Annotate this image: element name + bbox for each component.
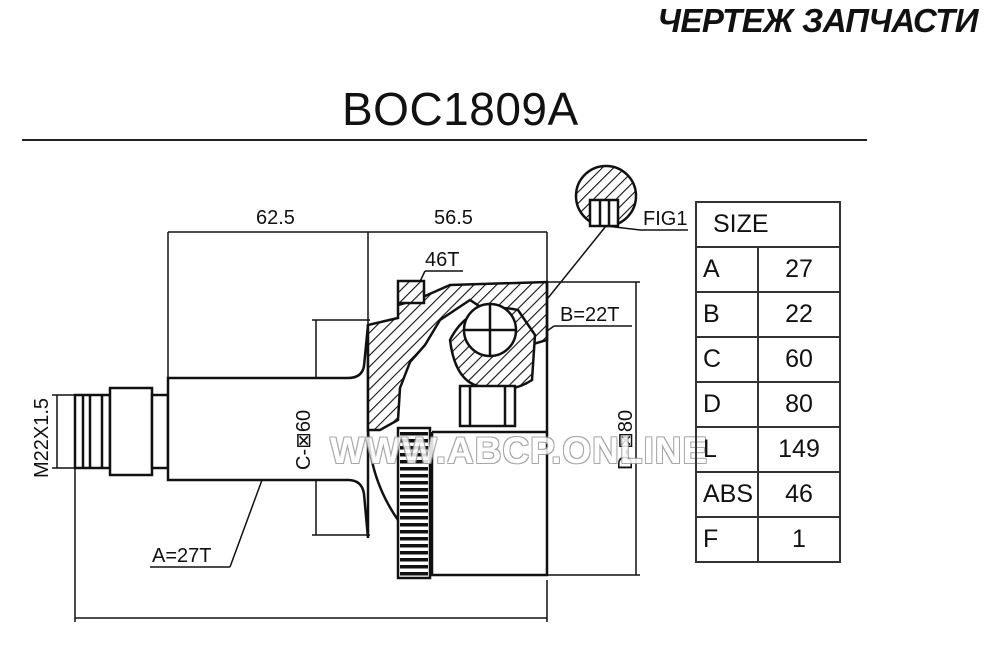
abs-ring	[396, 426, 432, 580]
size-key: L	[695, 426, 759, 473]
size-key: F	[695, 516, 759, 563]
abs-tooth	[400, 481, 428, 485]
size-key: B	[695, 291, 759, 338]
dim-length-2: 56.5	[434, 207, 473, 229]
size-value: 80	[756, 381, 842, 428]
abs-tooth	[400, 474, 428, 478]
size-key: A	[695, 246, 759, 293]
abs-tooth	[400, 572, 428, 576]
dim-inner-spline: B=22T	[560, 304, 619, 326]
abs-ring-teeth	[400, 432, 428, 576]
size-key: C	[695, 336, 759, 383]
size-value: 149	[756, 426, 842, 473]
dim-length-1: 62.5	[256, 207, 295, 229]
size-key: D	[695, 381, 759, 428]
abs-tooth	[400, 446, 428, 450]
abs-tooth	[400, 530, 428, 534]
dim-abs-teeth: 46T	[425, 249, 459, 271]
abs-tooth	[400, 432, 428, 436]
size-table-title: SIZE	[694, 201, 842, 248]
dimension-lines	[52, 225, 688, 622]
fig1-detail	[574, 164, 638, 228]
abs-tooth	[400, 502, 428, 506]
size-value: 27	[756, 246, 842, 293]
abs-tooth	[400, 537, 428, 541]
size-value: 22	[756, 291, 842, 338]
abs-tooth	[400, 523, 428, 527]
abs-tooth	[400, 460, 428, 464]
size-value: 46	[756, 471, 842, 518]
dim-dia-d: D-⊠80	[615, 410, 637, 470]
dim-dia-c: C-⊠60	[293, 410, 315, 470]
abs-tooth	[400, 516, 428, 520]
stub-shaft	[73, 324, 370, 539]
abs-tooth	[400, 544, 428, 548]
dim-thread: M22X1.5	[31, 398, 53, 478]
size-value: 60	[756, 336, 842, 383]
abs-tooth	[400, 488, 428, 492]
abs-tooth	[400, 467, 428, 471]
part-number: BOC1809A	[342, 83, 579, 135]
size-key: ABS	[695, 471, 759, 518]
abs-tooth	[400, 558, 428, 562]
ball-cage	[448, 302, 537, 428]
watermark: WWW.ABCP.ONLINE	[330, 430, 709, 471]
size-table-header: SIZE	[694, 201, 842, 248]
abs-tooth	[400, 509, 428, 513]
dim-fig: FIG1	[643, 208, 687, 230]
abs-tooth	[400, 439, 428, 443]
size-value: 1	[756, 516, 842, 563]
abs-tooth	[400, 453, 428, 457]
title-rule	[22, 139, 867, 141]
abs-tooth	[400, 565, 428, 569]
abs-tooth	[400, 551, 428, 555]
header-title: ЧЕРТЕЖ ЗАПЧАСТИ	[657, 2, 978, 39]
outer-race	[366, 282, 549, 577]
dim-outer-spline: A=27T	[152, 545, 211, 567]
abs-tooth	[400, 495, 428, 499]
